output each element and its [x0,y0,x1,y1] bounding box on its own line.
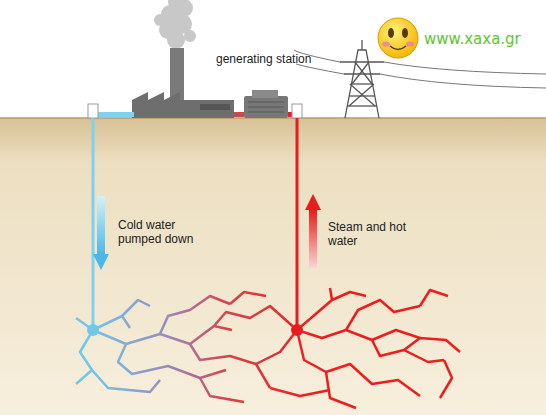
ground [0,118,546,415]
pylon [340,40,384,118]
flow-label: Steam and hot water [328,220,408,248]
flow-arrow-up [305,194,321,268]
power-lines [294,50,546,88]
watermark: www.xaxa.gr [424,30,521,48]
production-well [296,118,299,330]
injection-well [92,118,95,330]
fracture-network [76,288,460,408]
flow-arrow-down [93,196,109,270]
flow-label: Cold water pumped down [118,218,198,246]
generator [244,90,288,118]
smiley-logo [378,18,418,58]
smoke [154,0,196,49]
station-label: generating station [216,52,311,66]
